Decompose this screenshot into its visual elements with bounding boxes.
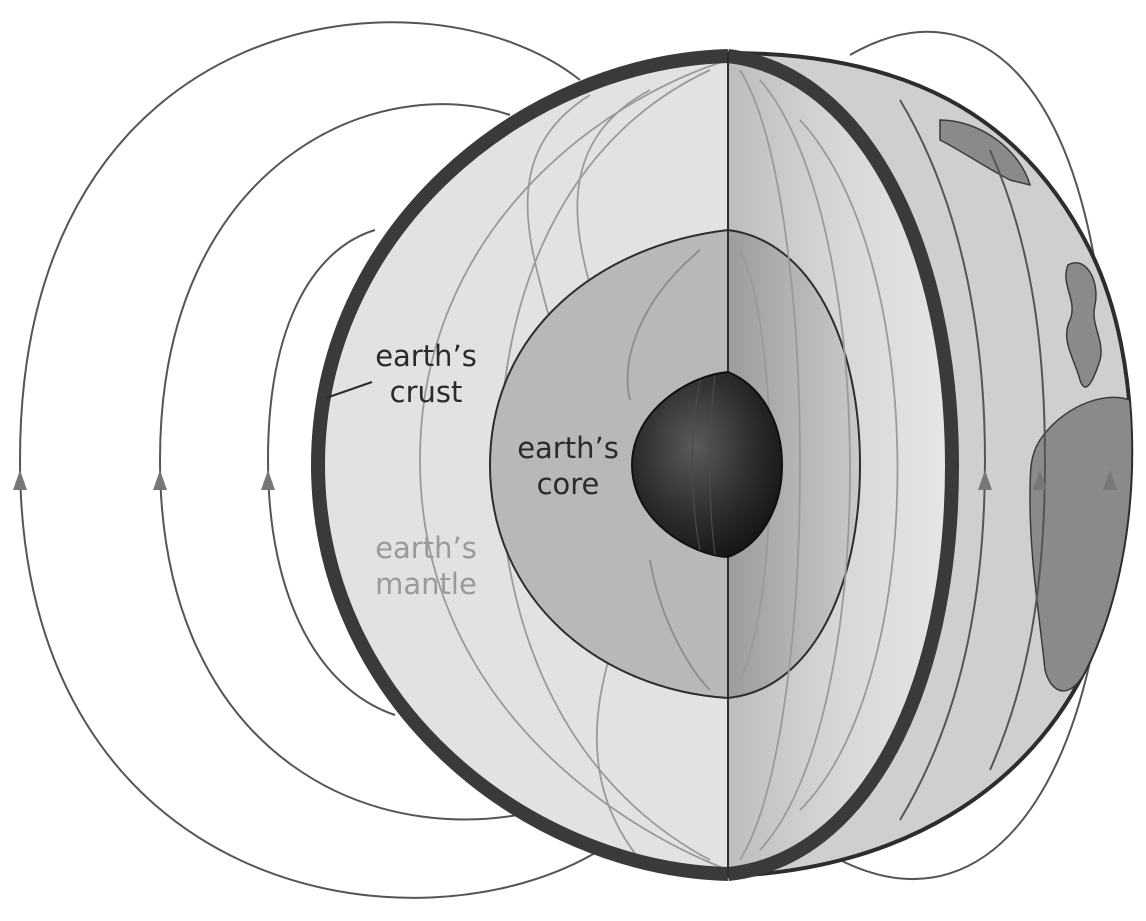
arrow-up-icon — [153, 470, 167, 490]
continent-south — [1029, 396, 1132, 692]
label-mantle-line2: mantle — [375, 567, 477, 601]
outer-core-right — [727, 228, 862, 700]
label-mantle: earth’s mantle — [375, 531, 477, 601]
inner-core — [630, 370, 784, 559]
arrow-up-icon — [1103, 470, 1117, 490]
field-arrows — [13, 470, 1117, 490]
interior-field-line — [649, 559, 711, 691]
crust-ring-left — [310, 49, 729, 881]
label-mantle-line1: earth’s — [375, 531, 477, 565]
surface-field-line-1 — [899, 99, 987, 821]
label-core-line1: earth’s — [517, 431, 619, 465]
arrow-up-icon — [978, 470, 992, 490]
core-field-lines-left — [626, 249, 711, 691]
label-crust-line1: earth’s — [375, 339, 477, 373]
label-core: earth’s core — [517, 431, 619, 501]
continent-upper — [1065, 262, 1102, 388]
arrow-up-icon — [13, 470, 27, 490]
field-line-left-middle — [158, 103, 561, 821]
label-crust: earth’s crust — [375, 339, 477, 409]
core-stripes — [691, 375, 716, 556]
interior-field-line — [799, 119, 899, 811]
field-line-left-inner — [266, 229, 396, 716]
interior-field-line — [739, 69, 801, 861]
crust-ring-right — [727, 49, 960, 881]
outer-core-left — [488, 228, 729, 700]
cut-face-left — [310, 49, 729, 881]
field-line-left-outer — [18, 21, 601, 899]
interior-field-line — [419, 59, 729, 871]
label-crust-line2: crust — [390, 375, 463, 409]
field-lines-left — [18, 21, 601, 899]
crust-leader-line — [325, 381, 373, 399]
core-stripe — [691, 379, 701, 551]
arrow-up-icon — [1033, 470, 1047, 490]
interior-field-line — [759, 79, 851, 851]
core-stripe — [709, 375, 716, 556]
continent-north — [939, 119, 1032, 187]
cut-face-right — [727, 49, 960, 881]
interior-field-line — [626, 249, 701, 401]
surface-field-line-2 — [989, 149, 1047, 771]
label-core-line2: core — [537, 467, 600, 501]
arrow-up-icon — [261, 470, 275, 490]
